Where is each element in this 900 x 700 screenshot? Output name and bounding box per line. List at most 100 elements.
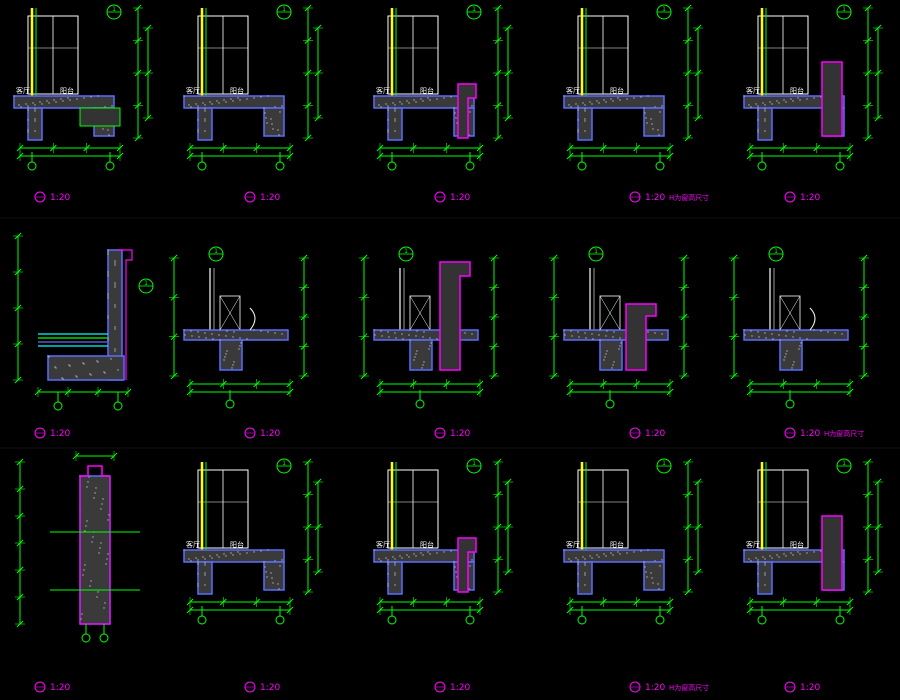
concrete-hatch-dot bbox=[387, 131, 389, 133]
concrete-hatch-dot bbox=[430, 342, 432, 344]
concrete-hatch-dot bbox=[793, 331, 795, 333]
room-label-balcony: 阳台 bbox=[610, 86, 624, 95]
concrete-hatch-dot bbox=[204, 558, 206, 560]
axis-bubble bbox=[53, 401, 63, 411]
concrete-hatch-dot bbox=[395, 337, 397, 339]
concrete-hatch-dot bbox=[399, 101, 401, 103]
concrete-hatch-dot bbox=[764, 564, 766, 566]
concrete-hatch-dot bbox=[263, 561, 265, 563]
concrete-hatch-dot bbox=[237, 551, 239, 553]
concrete-hatch-dot bbox=[401, 333, 403, 335]
concrete-hatch-dot bbox=[218, 334, 220, 336]
concrete-hatch-dot bbox=[20, 106, 22, 108]
concrete-hatch-dot bbox=[190, 330, 192, 332]
concrete-section bbox=[79, 475, 111, 625]
concrete-section bbox=[563, 329, 669, 341]
concrete-hatch-dot bbox=[599, 339, 601, 341]
concrete-hatch-dot bbox=[420, 98, 422, 100]
detail-drawing-6: 11:20 bbox=[13, 232, 154, 439]
callout-text: 1 bbox=[842, 460, 846, 467]
concrete-hatch-dot bbox=[387, 109, 389, 111]
concrete-hatch-dot bbox=[107, 129, 109, 131]
concrete-hatch-dot bbox=[584, 572, 586, 574]
concrete-hatch-dot bbox=[197, 107, 199, 109]
concrete-hatch-dot bbox=[197, 119, 199, 121]
concrete-section bbox=[563, 549, 665, 563]
concrete-hatch-dot bbox=[640, 96, 642, 98]
concrete-hatch-dot bbox=[577, 563, 579, 565]
concrete-hatch-dot bbox=[408, 334, 410, 336]
concrete-hatch-dot bbox=[577, 129, 579, 131]
concrete-hatch-dot bbox=[793, 361, 795, 363]
concrete-hatch-dot bbox=[387, 559, 389, 561]
concrete-hatch-dot bbox=[605, 335, 607, 337]
concrete-hatch-dot bbox=[409, 329, 411, 331]
concrete-hatch-dot bbox=[661, 105, 663, 107]
concrete-hatch-dot bbox=[82, 362, 84, 364]
concrete-hatch-dot bbox=[575, 557, 577, 559]
concrete-hatch-dot bbox=[27, 105, 29, 107]
concrete-hatch-dot bbox=[577, 559, 579, 561]
concrete-hatch-dot bbox=[39, 101, 41, 103]
concrete-hatch-dot bbox=[661, 559, 663, 561]
concrete-hatch-dot bbox=[757, 131, 759, 133]
concrete-hatch-dot bbox=[764, 562, 766, 564]
concrete-hatch-dot bbox=[48, 102, 50, 104]
concrete-hatch-dot bbox=[779, 329, 781, 331]
concrete-hatch-dot bbox=[790, 552, 792, 554]
callout-text: 1 bbox=[774, 248, 778, 255]
concrete-hatch-dot bbox=[117, 369, 119, 371]
concrete-hatch-dot bbox=[263, 107, 265, 109]
concrete-hatch-dot bbox=[223, 553, 225, 555]
concrete-hatch-dot bbox=[55, 101, 57, 103]
concrete-hatch-dot bbox=[281, 333, 283, 335]
concrete-hatch-dot bbox=[281, 105, 283, 107]
concrete-hatch-dot bbox=[743, 95, 745, 97]
concrete-hatch-dot bbox=[584, 118, 586, 120]
concrete-hatch-dot bbox=[278, 134, 280, 136]
concrete-hatch-dot bbox=[107, 271, 109, 273]
concrete-hatch-dot bbox=[769, 101, 771, 103]
concrete-hatch-dot bbox=[85, 525, 87, 527]
concrete-section bbox=[577, 107, 593, 141]
concrete-hatch-dot bbox=[82, 574, 84, 576]
concrete-hatch-dot bbox=[278, 588, 280, 590]
concrete-hatch-dot bbox=[612, 336, 614, 338]
room-label-living: 客厅 bbox=[376, 86, 390, 95]
room-label-balcony: 阳台 bbox=[420, 540, 434, 549]
concrete-hatch-dot bbox=[97, 95, 99, 97]
equipment-box-cross bbox=[779, 295, 801, 331]
concrete-hatch-dot bbox=[651, 123, 653, 125]
concrete-section bbox=[409, 339, 433, 371]
concrete-hatch-dot bbox=[387, 583, 389, 585]
concrete-hatch-dot bbox=[62, 100, 64, 102]
concrete-hatch-dot bbox=[374, 334, 376, 336]
concrete-hatch-dot bbox=[591, 557, 593, 559]
concrete-hatch-dot bbox=[272, 128, 274, 130]
axis-bubble bbox=[757, 161, 767, 171]
room-label-balcony: 阳台 bbox=[790, 540, 804, 549]
detail-scale-label: 1:20 bbox=[800, 683, 820, 693]
concrete-hatch-dot bbox=[409, 339, 411, 341]
column-cap-magenta bbox=[80, 465, 110, 477]
concrete-hatch-dot bbox=[612, 554, 614, 556]
concrete-hatch-dot bbox=[394, 574, 396, 576]
concrete-hatch-dot bbox=[591, 333, 593, 335]
concrete-hatch-dot bbox=[647, 331, 649, 333]
concrete-hatch-dot bbox=[267, 95, 269, 97]
concrete-hatch-dot bbox=[270, 118, 272, 120]
axis-bubble bbox=[275, 615, 285, 625]
callout-text: 1 bbox=[282, 460, 286, 467]
room-label-balcony: 阳台 bbox=[230, 540, 244, 549]
axis-bubble bbox=[27, 161, 37, 171]
callout-text: 1 bbox=[472, 460, 476, 467]
callout-text: 1 bbox=[214, 248, 218, 255]
concrete-hatch-dot bbox=[652, 582, 654, 584]
concrete-hatch-dot bbox=[211, 333, 213, 335]
concrete-hatch-dot bbox=[584, 558, 586, 560]
concrete-hatch-dot bbox=[792, 336, 794, 338]
concrete-hatch-dot bbox=[231, 367, 233, 369]
concrete-hatch-dot bbox=[197, 573, 199, 575]
concrete-hatch-dot bbox=[387, 585, 389, 587]
concrete-hatch-dot bbox=[658, 134, 660, 136]
